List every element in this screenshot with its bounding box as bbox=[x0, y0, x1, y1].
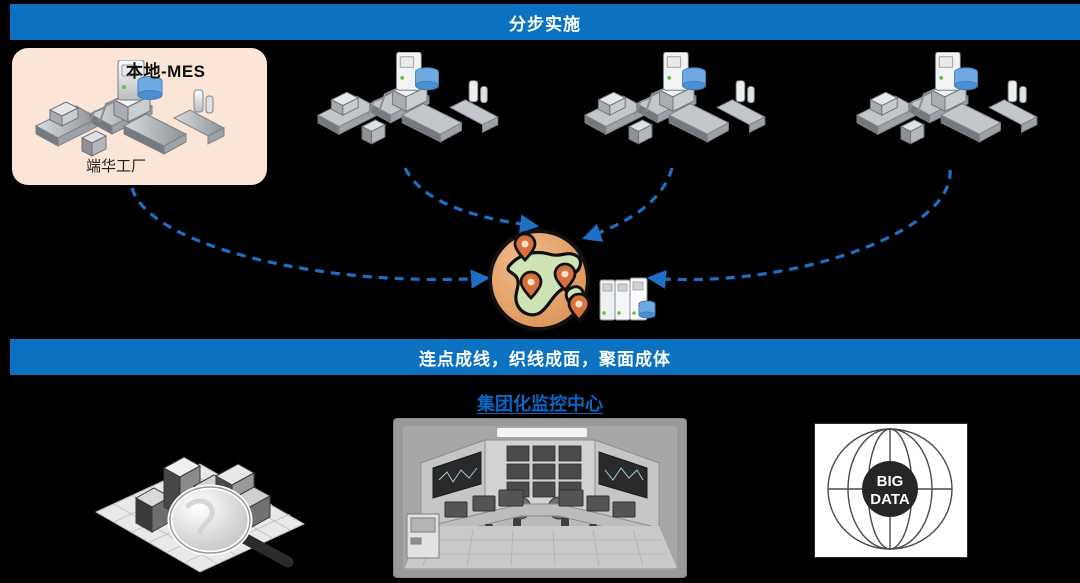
big-data-globe-card: BIG DATA bbox=[814, 423, 968, 558]
global-hub-globe-icon bbox=[487, 228, 657, 338]
big-data-line1: BIG bbox=[877, 473, 904, 490]
big-data-line2: DATA bbox=[870, 491, 910, 508]
factory-1-icon bbox=[306, 52, 506, 162]
mes-factory-icon bbox=[28, 60, 228, 175]
wireframe-globe-icon: BIG DATA bbox=[827, 428, 953, 550]
banner-middle: 连点成线，织线成面，聚面成体 bbox=[10, 339, 1080, 375]
banner-top: 分步实施 bbox=[10, 4, 1080, 40]
arrow-from-factory-3 bbox=[646, 169, 952, 289]
factory-3-icon bbox=[845, 52, 1045, 162]
monitoring-center-heading: 集团化监控中心 bbox=[477, 394, 603, 414]
control-room-illustration bbox=[392, 417, 688, 579]
arrow-from-factory-1 bbox=[403, 167, 540, 234]
banner-middle-label: 连点成线，织线成面，聚面成体 bbox=[419, 349, 671, 369]
banner-top-label: 分步实施 bbox=[509, 14, 581, 34]
mes-subtitle-label: 端华工厂 bbox=[86, 158, 147, 175]
analytics-chart-icon bbox=[92, 420, 308, 578]
server-stack-icon bbox=[599, 277, 656, 321]
arrow-from-mes bbox=[130, 187, 491, 289]
factory-2-icon bbox=[573, 52, 773, 162]
mes-title-label: 本地-MES bbox=[126, 62, 206, 81]
